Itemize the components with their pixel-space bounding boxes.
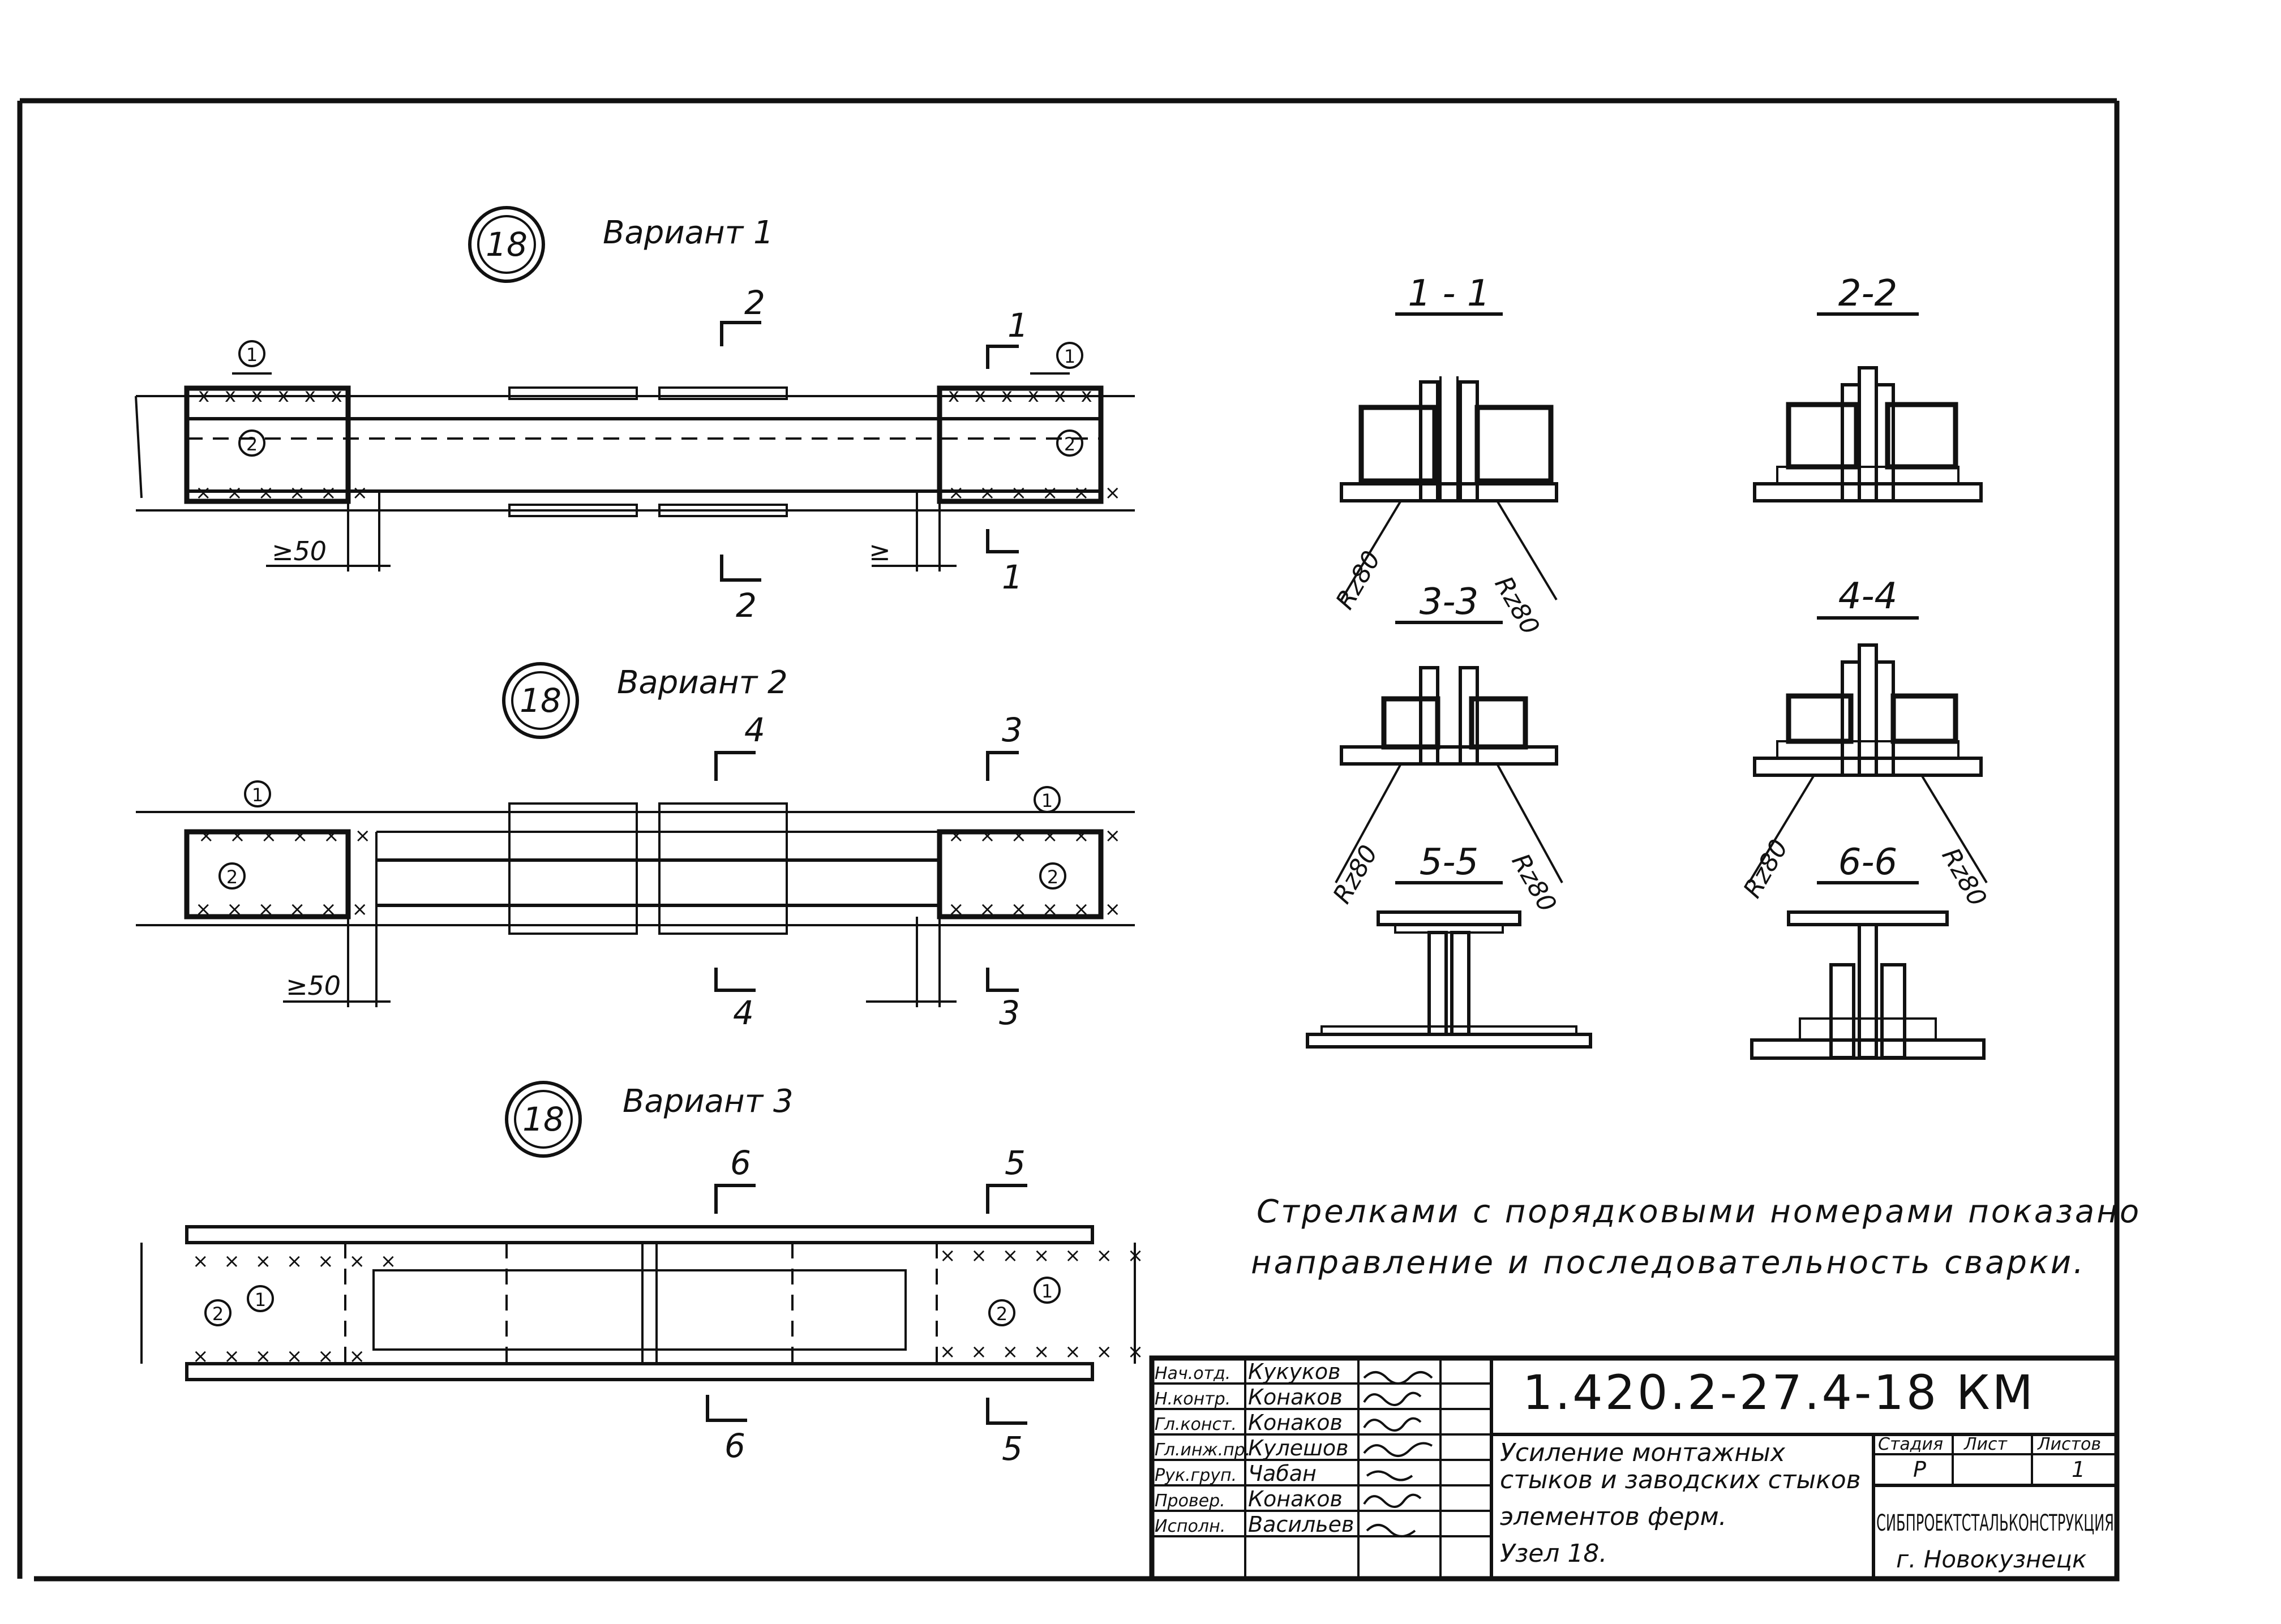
svg-text:4: 4 <box>744 711 765 749</box>
svg-text:≥: ≥ <box>869 536 891 566</box>
svg-text:Н.контр.: Н.контр. <box>1155 1389 1230 1409</box>
note-line-1: Стрелками с порядковыми номерами показан… <box>1257 1193 2141 1230</box>
svg-text:2: 2 <box>744 283 765 322</box>
svg-text:4-4: 4-4 <box>1838 575 1898 617</box>
svg-text:x x x x x x: x x x x x x <box>948 384 1097 407</box>
svg-text:5-5: 5-5 <box>1420 841 1479 883</box>
svg-text:5: 5 <box>1002 1429 1023 1468</box>
svg-text:× × × × × ×: × × × × × × <box>948 482 1125 504</box>
svg-text:× × × × × ×: × × × × × × <box>948 824 1125 847</box>
svg-text:1 - 1: 1 - 1 <box>1408 273 1490 315</box>
svg-text:Нач.отд.: Нач.отд. <box>1155 1364 1230 1384</box>
svg-text:Гл.инж.пр.: Гл.инж.пр. <box>1155 1440 1250 1460</box>
svg-text:Rz80: Rz80 <box>1738 835 1794 903</box>
svg-text:1: 1 <box>1041 790 1053 811</box>
city: г. Новокузнецк <box>1896 1545 2087 1573</box>
variant-2: 18 Вариант 2 × × × × × × × × × × × × × ×… <box>136 662 1135 1032</box>
node-number: 18 <box>522 1100 564 1138</box>
svg-text:Лист: Лист <box>1963 1434 2008 1454</box>
svg-text:Рук.груп.: Рук.груп. <box>1155 1466 1237 1485</box>
svg-text:Rz80: Rz80 <box>1489 572 1545 639</box>
svg-text:2-2: 2-2 <box>1838 273 1898 315</box>
svg-text:2: 2 <box>226 866 238 888</box>
svg-text:× × × × × × ×: × × × × × × × <box>192 1250 401 1273</box>
section-2-2: 2-2 <box>1753 273 1983 502</box>
svg-text:1: 1 <box>252 784 263 806</box>
svg-text:Листов: Листов <box>2037 1434 2101 1454</box>
svg-text:Стадия: Стадия <box>1878 1434 1943 1454</box>
svg-text:Исполн.: Исполн. <box>1155 1516 1225 1536</box>
variant-1: 18 Вариант 1 x x x x x x x x x x x x × ×… <box>135 206 1135 625</box>
svg-text:5: 5 <box>1005 1144 1026 1182</box>
svg-text:1: 1 <box>1007 306 1028 345</box>
svg-text:Узел 18.: Узел 18. <box>1500 1539 1607 1568</box>
svg-text:× × × × × ×: × × × × × × <box>195 898 372 921</box>
node-number: 18 <box>486 225 528 264</box>
note-line-2: направление и последовательность сварки. <box>1251 1244 2086 1281</box>
svg-text:Васильев: Васильев <box>1248 1512 1354 1537</box>
svg-text:Конаков: Конаков <box>1248 1410 1343 1435</box>
svg-text:Провер.: Провер. <box>1155 1491 1225 1511</box>
svg-text:Конаков: Конаков <box>1248 1385 1343 1410</box>
svg-text:2: 2 <box>1064 433 1075 455</box>
svg-text:1: 1 <box>2072 1457 2085 1482</box>
note: Стрелками с порядковыми номерами показан… <box>1251 1193 2141 1281</box>
svg-text:Чабан: Чабан <box>1248 1461 1317 1486</box>
svg-text:3-3: 3-3 <box>1420 581 1479 623</box>
svg-text:2: 2 <box>212 1303 224 1325</box>
svg-text:× × × × × ×: × × × × × × <box>198 824 375 847</box>
svg-text:Гл.конст.: Гл.конст. <box>1155 1415 1237 1434</box>
title-block: Нач.отд. Кукуков Н.контр. Конаков Гл.кон… <box>1149 1355 2120 1582</box>
svg-text:x x x x x x: x x x x x x <box>198 384 347 407</box>
svg-text:Р: Р <box>1913 1457 1926 1482</box>
svg-text:1: 1 <box>1002 558 1023 596</box>
variant-label: Вариант 2 <box>617 664 788 701</box>
svg-text:Кулешов: Кулешов <box>1248 1436 1349 1460</box>
svg-text:2: 2 <box>736 586 757 625</box>
svg-text:1: 1 <box>255 1289 266 1311</box>
svg-text:2: 2 <box>246 433 258 455</box>
svg-text:Кукуков: Кукуков <box>1248 1359 1341 1384</box>
svg-text:стыков и заводских стыков: стыков и заводских стыков <box>1500 1466 1861 1494</box>
variant-label: Вариант 3 <box>623 1083 794 1120</box>
node-circle <box>468 206 545 283</box>
svg-text:× × × × × ×: × × × × × × <box>948 898 1125 921</box>
svg-text:2: 2 <box>996 1303 1007 1325</box>
svg-text:Rz80: Rz80 <box>1330 546 1386 614</box>
svg-text:× × × × × × ×: × × × × × × × <box>940 1341 1148 1363</box>
svg-text:6-6: 6-6 <box>1838 841 1898 883</box>
section-5-5: 5-5 <box>1306 841 1592 1049</box>
node-number: 18 <box>520 681 561 720</box>
svg-text:1: 1 <box>1064 346 1075 367</box>
svg-text:1: 1 <box>246 344 258 366</box>
svg-text:Rz80: Rz80 <box>1327 840 1383 908</box>
document-code: 1.420.2-27.4-18 КМ <box>1523 1365 2035 1420</box>
svg-text:× × × × × × ×: × × × × × × × <box>940 1244 1148 1267</box>
svg-text:3: 3 <box>1002 711 1023 749</box>
svg-text:× × × × × ×: × × × × × × <box>195 482 372 504</box>
svg-text:6: 6 <box>724 1427 745 1465</box>
svg-text:≥50: ≥50 <box>272 536 327 566</box>
svg-text:≥50: ≥50 <box>286 970 341 1001</box>
svg-text:1: 1 <box>1041 1281 1053 1302</box>
variant-3: 18 Вариант 3 × × × × × × × × × × × × × ×… <box>140 1081 1148 1468</box>
svg-text:3: 3 <box>999 994 1020 1032</box>
svg-text:Конаков: Конаков <box>1248 1486 1343 1511</box>
svg-text:Rz80: Rz80 <box>1506 849 1562 917</box>
svg-text:2: 2 <box>1047 866 1058 888</box>
svg-text:4: 4 <box>733 994 754 1032</box>
svg-text:Усиление монтажных: Усиление монтажных <box>1500 1438 1786 1467</box>
svg-text:× × × × × ×: × × × × × × <box>192 1345 370 1368</box>
organization: СИБПРОЕКТСТАЛЬКОНСТРУКЦИЯ <box>1876 1510 2114 1536</box>
svg-text:6: 6 <box>730 1144 751 1182</box>
section-6-6: 6-6 <box>1750 841 1986 1060</box>
variant-label: Вариант 1 <box>603 214 774 251</box>
svg-text:элементов ферм.: элементов ферм. <box>1500 1502 1727 1531</box>
